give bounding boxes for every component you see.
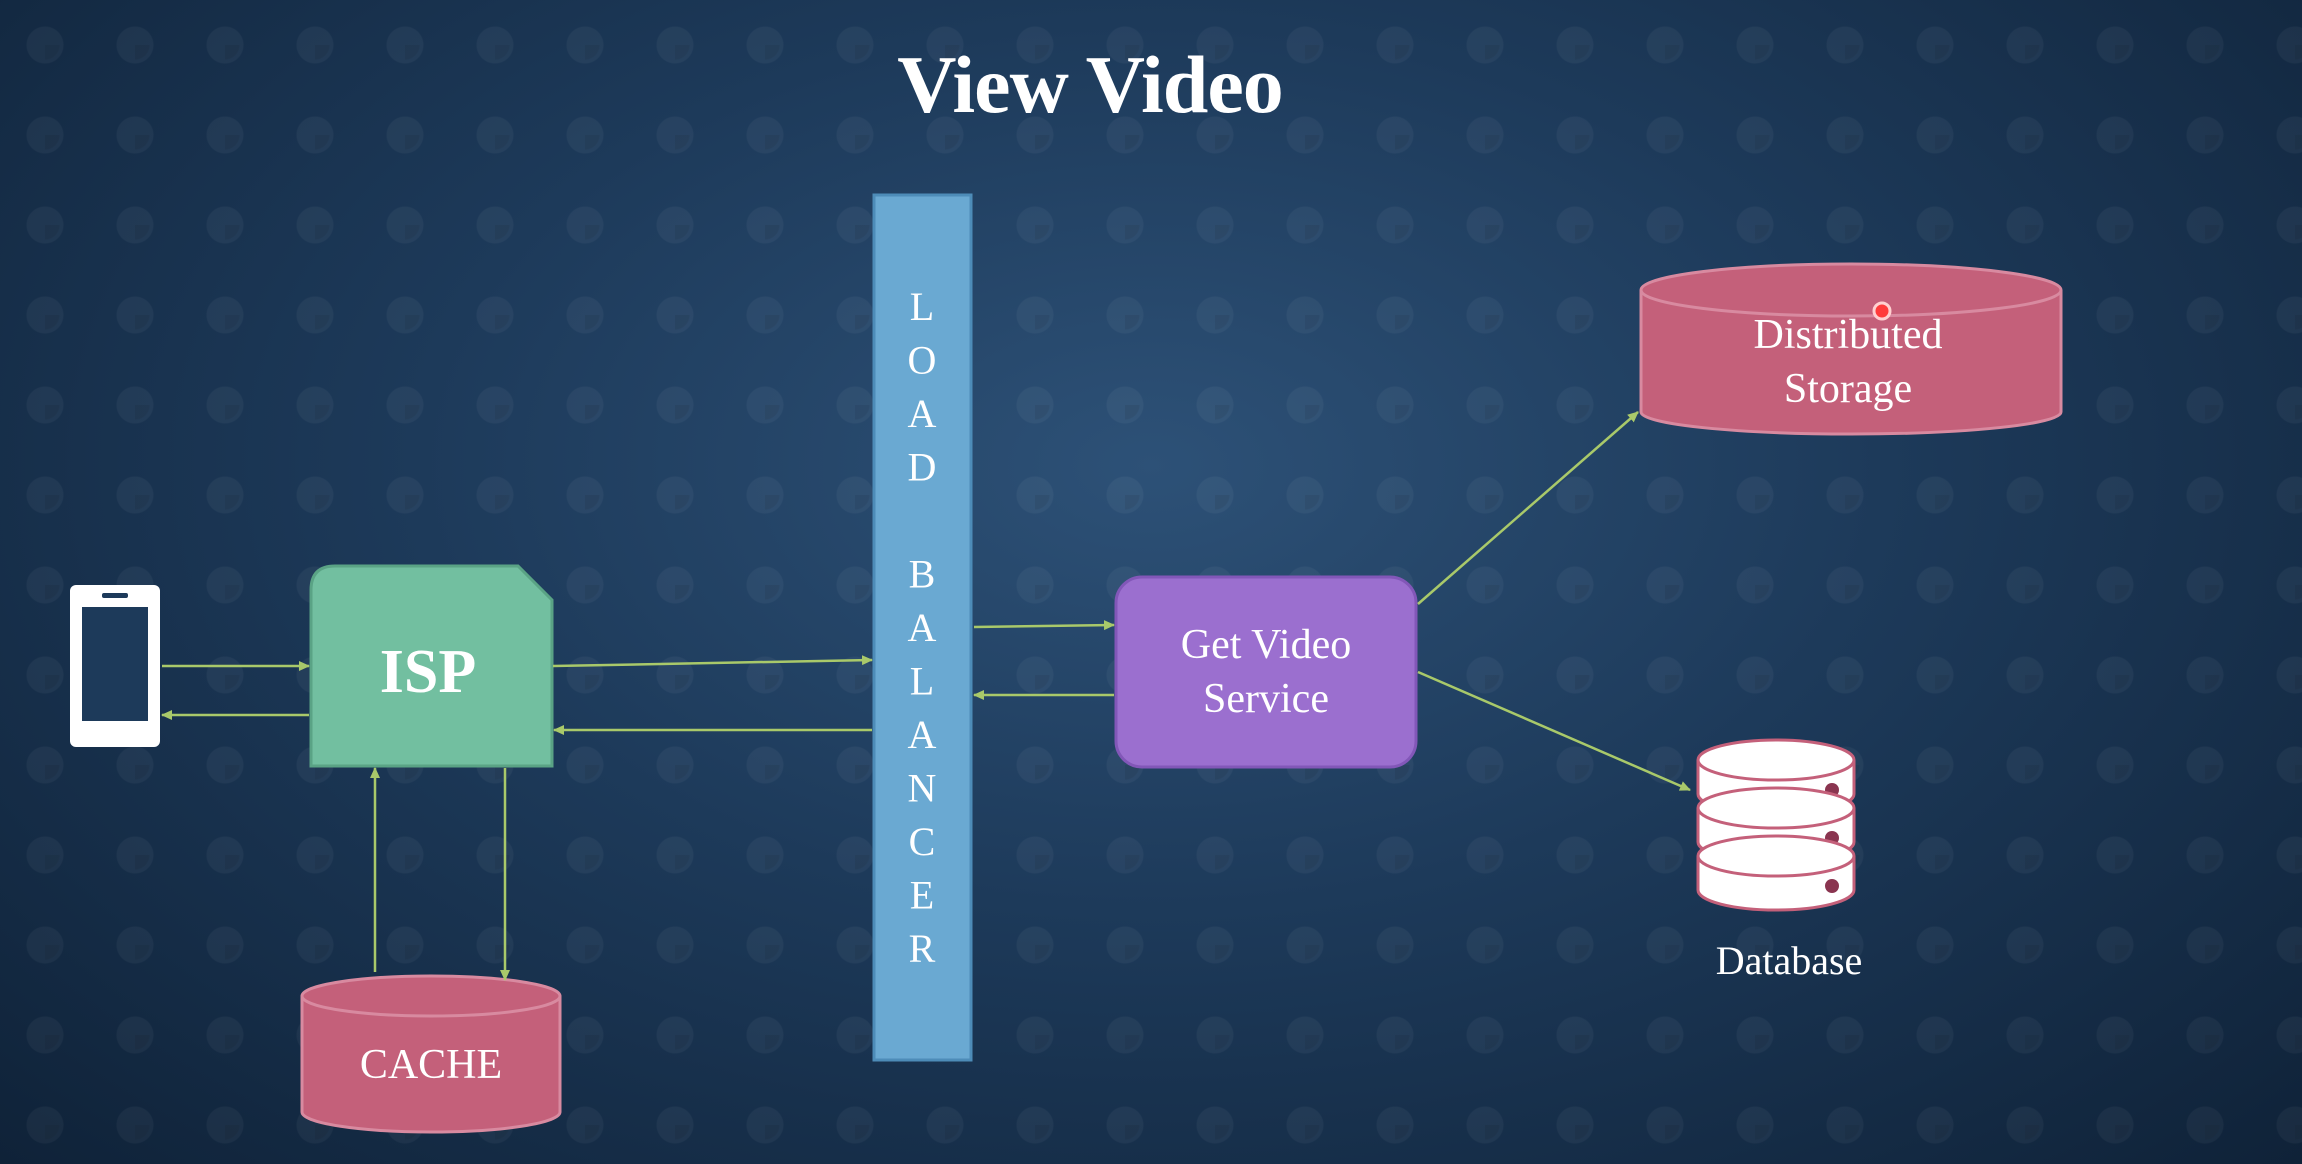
arrow-service-to-storage [1417,411,1639,605]
lb-letter-balancer-7: R [909,926,936,971]
database-disk-top-0 [1696,738,1856,782]
database-disk-light-2 [1825,879,1839,893]
database-label: Database [1716,938,1863,983]
lb-letter-load-3: D [908,445,937,490]
phone-icon [70,585,160,747]
get-video-service-node: Get Video Service [1114,575,1418,769]
arrow-service-to-database [1417,670,1691,792]
cursor-dot [1872,301,1892,321]
lb-letter-balancer-1: A [908,605,937,650]
distributed-storage-node: Distributed Storage [1639,262,2063,436]
isp-label: ISP [380,638,476,706]
cache-node: CACHE [300,974,562,1134]
arrow-isp-to-lb [552,655,873,668]
database-disk-top-2 [1696,834,1856,878]
arrow-lb-to-service [973,620,1115,631]
isp-node: ISP [309,564,554,768]
connections [161,411,1691,981]
lb-letter-load-2: A [908,391,937,436]
lb-letter-balancer-0: B [909,552,936,597]
lb-letter-load-0: L [910,284,934,329]
service-label-line2: Service [1203,676,1329,722]
database-disk-top-1 [1696,786,1856,830]
cache-label: CACHE [360,1042,502,1088]
service-label-line1: Get Video [1181,622,1352,668]
lb-letter-balancer-5: C [909,819,936,864]
lb-letter-balancer-3: A [908,712,937,757]
storage-label-line1: Distributed [1754,312,1943,358]
storage-label-line2: Storage [1784,366,1912,412]
page-title: View Video [897,39,1284,130]
lb-letter-load-1: O [908,338,937,383]
lb-letter-balancer-2: L [910,659,934,704]
lb-letter-balancer-4: N [908,766,937,811]
lb-letter-balancer-6: E [910,873,934,918]
database-icon: Database [1696,738,1863,983]
